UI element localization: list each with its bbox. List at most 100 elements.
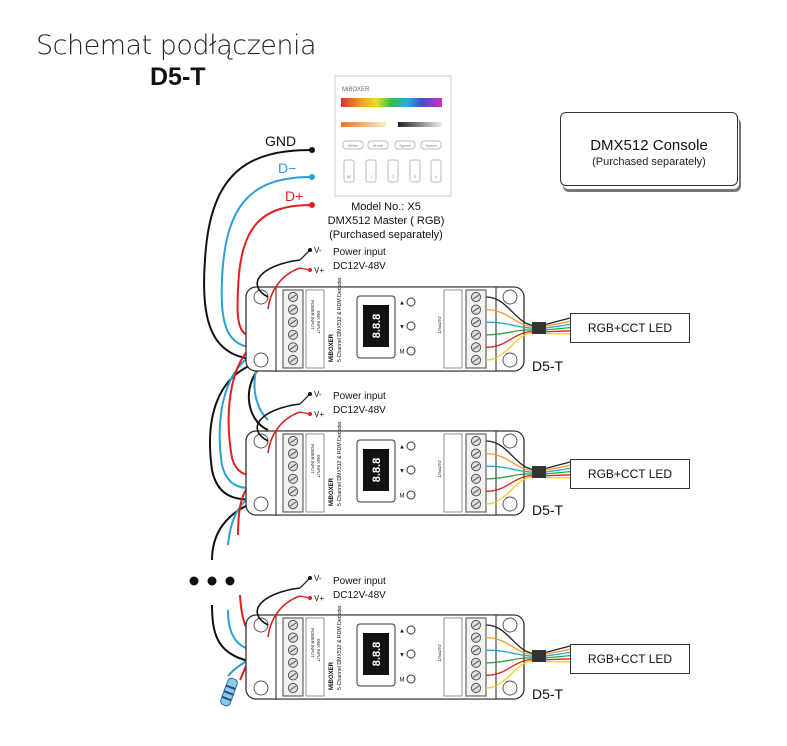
brightness-strip — [398, 122, 442, 127]
left-screw-slot-1-6 — [289, 357, 297, 363]
v-minus-label-1: V- — [314, 246, 322, 255]
gnd-wire — [203, 149, 313, 361]
remote-button-3 — [394, 140, 416, 150]
device-button-2-1 — [406, 441, 416, 451]
device-label-2: D5-T — [532, 502, 564, 518]
power-neg-lead-2 — [299, 393, 311, 405]
left-screw-slot-3-4 — [289, 660, 297, 666]
device-brand-1: MiBOXER — [329, 333, 335, 362]
display-readout-3: 8.8.8 — [371, 642, 383, 666]
output-label-2: OUTPUT — [437, 460, 442, 478]
zone-key-all: All — [347, 174, 352, 179]
d-minus-wire — [220, 176, 313, 350]
left-screw-slot-3-6 — [289, 685, 297, 691]
remote-button-3-label: Speed — [399, 143, 411, 148]
power-neg-lead-1 — [299, 249, 311, 261]
left-screw-slot-2-2 — [289, 451, 297, 457]
device-button-3-1 — [406, 625, 416, 635]
mount-hole-3-bl — [253, 680, 269, 696]
power-pos-wire-2 — [267, 411, 301, 454]
remote-brand: MiBOXER — [342, 87, 370, 93]
rgbcct-led-3: RGB+CCT LED — [570, 644, 690, 674]
remote-button-1-label: White — [348, 143, 359, 148]
display-readout-2: 8.8.8 — [371, 458, 383, 482]
dmx-input-label-2: DMX INPUT — [316, 454, 321, 477]
dmx512-console: DMX512 Console (Purchased separately) — [560, 112, 738, 186]
right-screw-slot-1-2 — [472, 307, 480, 313]
power-input-voltage-2: DC12V-48V — [333, 405, 386, 416]
left-pin-strip-2 — [305, 433, 325, 513]
x5-caption: Model No.: X5 DMX512 Master ( RGB) (Purc… — [318, 200, 454, 242]
rgbcct-led-2: RGB+CCT LED — [570, 459, 690, 489]
mount-hole-1-br — [502, 352, 518, 368]
right-screw-slot-2-1 — [472, 438, 480, 444]
x5-model-line: Model No.: X5 — [351, 201, 421, 213]
device-button-2-3 — [406, 490, 416, 500]
d-minus-terminal-dot — [309, 174, 315, 180]
left-screw-slot-2-4 — [289, 476, 297, 482]
d-plus-wire — [236, 204, 313, 338]
mount-hole-1-bl — [253, 352, 269, 368]
zone-key-1: 1 — [370, 174, 373, 179]
mount-hole-3-br — [502, 680, 518, 696]
left-screw-slot-1-5 — [289, 344, 297, 350]
v-plus-label-3: V+ — [314, 594, 324, 603]
zone-key-4: 4 — [435, 174, 438, 179]
left-screw-slot-1-1 — [289, 294, 297, 300]
device-button-3-3 — [406, 674, 416, 684]
diagram-subtitle: D5-T — [150, 63, 206, 91]
dmx-input-label-3: DMX INPUT — [316, 638, 321, 661]
left-pin-strip-3 — [305, 617, 325, 697]
mount-hole-2-bl — [253, 496, 269, 512]
power-input-label-1: Power input DC12V-48V — [333, 246, 386, 274]
v-plus-label-2: V+ — [314, 410, 324, 419]
power-neg-dot-2 — [308, 392, 312, 396]
power-input-block-label-1: POWER INPUT — [310, 300, 315, 330]
left-screw-slot-3-1 — [289, 622, 297, 628]
gnd-terminal-dot — [309, 147, 315, 153]
left-screw-slot-1-3 — [289, 319, 297, 325]
device-brand-2: MiBOXER — [329, 477, 335, 506]
right-pin-strip-1 — [443, 289, 463, 369]
display-readout-1: 8.8.8 — [371, 314, 383, 338]
device-label-1: D5-T — [532, 358, 564, 374]
device-button-2-2 — [406, 465, 416, 475]
color-wheel-strip — [341, 98, 442, 107]
left-screw-slot-3-2 — [289, 635, 297, 641]
power-neg-dot-1 — [308, 248, 312, 252]
d-plus-terminal-dot — [309, 202, 315, 208]
x5-type-line: DMX512 Master ( RGB) — [327, 215, 445, 227]
power-input-block-label-2: POWER INPUT — [310, 444, 315, 474]
mount-hole-2-tr — [502, 433, 518, 449]
device-brand-3: MiBOXER — [329, 661, 335, 690]
right-screw-slot-1-4 — [472, 332, 480, 338]
power-input-voltage-3: DC12V-48V — [333, 590, 386, 601]
left-screw-slot-2-3 — [289, 463, 297, 469]
v-plus-label-1: V+ — [314, 266, 324, 275]
display-screen-1 — [363, 305, 389, 347]
device-button-1-1 — [406, 297, 416, 307]
display-screen-3 — [363, 633, 389, 675]
ellipsis-dot-3 — [225, 576, 235, 586]
power-neg-wire-2 — [256, 403, 301, 442]
more-devices-ellipsis — [189, 576, 235, 586]
gnd-label: GND — [265, 133, 296, 149]
left-screw-slot-3-3 — [289, 647, 297, 653]
output-label-3: OUTPUT — [437, 644, 442, 662]
console-subtitle: (Purchased separately) — [592, 156, 706, 168]
device-name-3: 5-Channel DMX512 & RDM Decoder — [337, 605, 343, 690]
mount-hole-1-tr — [502, 289, 518, 305]
power-input-text-2: Power input — [333, 391, 386, 402]
ellipsis-dot-2 — [207, 576, 217, 586]
device-button-1-3 — [406, 346, 416, 356]
device-button-label-2-2: ▼ — [399, 469, 405, 475]
d-minus-label: D− — [278, 160, 296, 176]
right-screw-slot-3-1 — [472, 622, 480, 628]
left-screw-slot-1-4 — [289, 332, 297, 338]
left-screw-slot-2-5 — [289, 488, 297, 494]
power-input-block-label-3: POWER INPUT — [310, 628, 315, 658]
left-screw-slot-3-5 — [289, 672, 297, 678]
